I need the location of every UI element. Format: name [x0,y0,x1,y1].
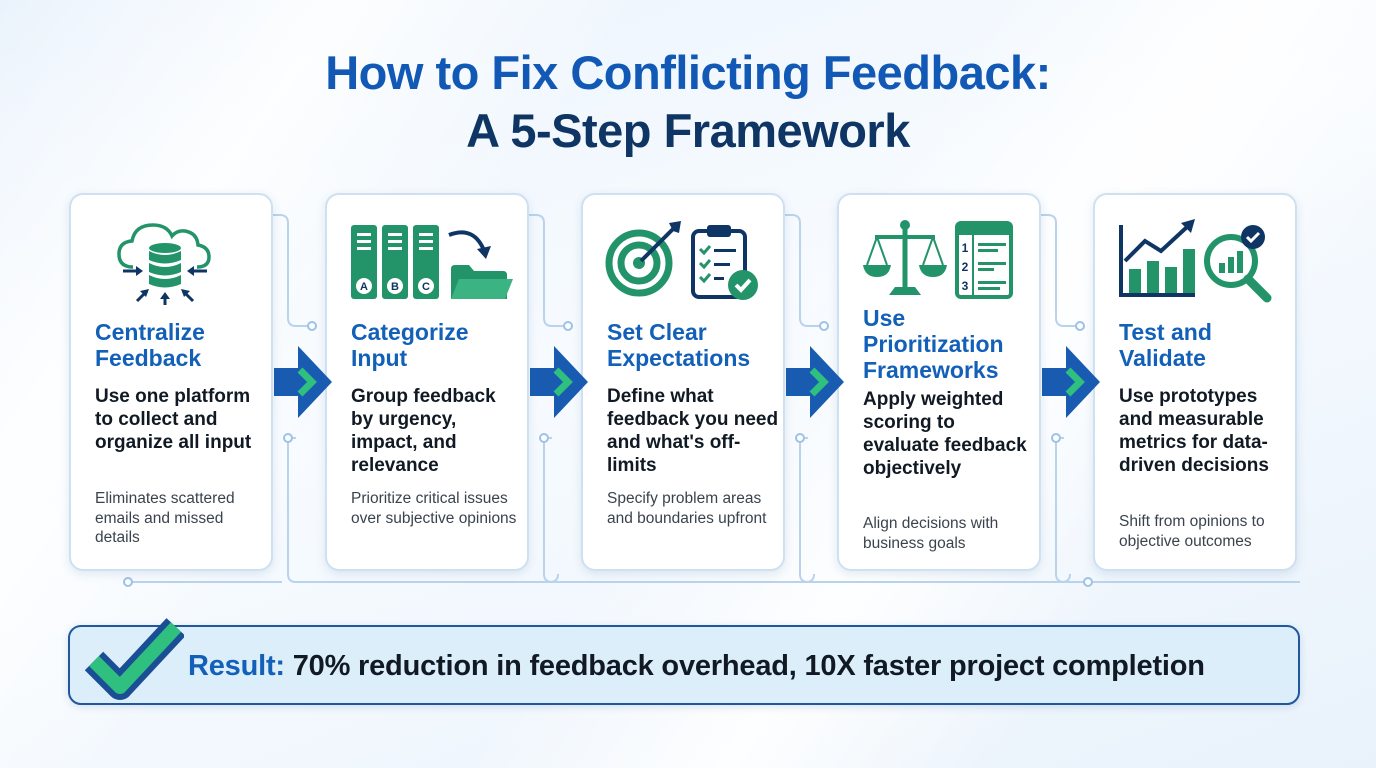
step-title: Set Clear Expectations [607,319,751,371]
result-body: 70% reduction in feedback overhead, 10X … [284,650,1205,682]
result-banner: Result: 70% reduction in feedback overhe… [68,618,1300,705]
arrow-right-icon [786,346,844,418]
step-description: Define what feedback you need and what's… [607,386,779,476]
step-card-centralize: Centralize Feedback Use one platform to … [69,193,273,571]
step-note: Prioritize critical issues over subjecti… [351,490,517,527]
rank-label-1: 1 [962,241,969,255]
step-title: Use Prioritization Frameworks [863,305,1004,383]
step-card-prioritization: 1 2 3 Use Prioritization Frameworks Appl… [837,193,1041,571]
folder-arrow-icon [448,230,513,299]
ranked-list-icon: 1 2 3 [955,221,1013,299]
step-note: Shift from opinions to objective outcome… [1119,513,1265,550]
step-description: Group feedback by urgency, impact, and r… [351,386,496,476]
magnifier-check-icon [1204,225,1272,303]
step-card-categorize: A B C Categorize Input Group feedback by… [325,193,529,571]
step-title: Categorize Input [351,319,469,371]
arrow-right-icon [1042,346,1100,418]
step-card-expectations: Set Clear Expectations Define what feedb… [581,193,785,571]
rank-label-2: 2 [962,260,969,274]
title-line-2: A 5-Step Framework [466,104,910,157]
step-title: Centralize Feedback [95,319,205,371]
step-description: Apply weighted scoring to evaluate feedb… [863,389,1027,479]
step-description: Use one platform to collect and organize… [95,386,252,453]
checkmark-icon [84,618,184,700]
binder-label-a: A [360,281,368,293]
rank-label-3: 3 [962,279,969,293]
target-icon [605,221,681,297]
step-description: Use prototypes and measurable metrics fo… [1119,386,1269,476]
arrow-right-icon [274,346,332,418]
result-text: Result: 70% reduction in feedback overhe… [188,649,1205,683]
step-note: Align decisions with business goals [863,515,999,552]
step-note: Specify problem areas and boundaries upf… [607,490,767,527]
step-title: Test and Validate [1119,319,1212,371]
arrow-right-icon [530,346,588,418]
binder-label-b: B [391,281,399,293]
growth-chart-icon [1119,219,1195,297]
binder-label-c: C [422,281,430,293]
binders-icon: A B C [351,225,439,299]
balance-scale-icon [863,220,947,295]
title-line-1: How to Fix Conflicting Feedback: [325,46,1051,99]
page-title: How to Fix Conflicting Feedback: A 5-Ste… [0,44,1376,160]
result-label: Result: [188,650,285,682]
step-note: Eliminates scattered emails and missed d… [95,490,235,546]
step-card-test-validate: Test and Validate Use prototypes and mea… [1093,193,1297,571]
clipboard-checklist-icon [691,225,758,300]
cloud-database-icon [117,223,211,305]
